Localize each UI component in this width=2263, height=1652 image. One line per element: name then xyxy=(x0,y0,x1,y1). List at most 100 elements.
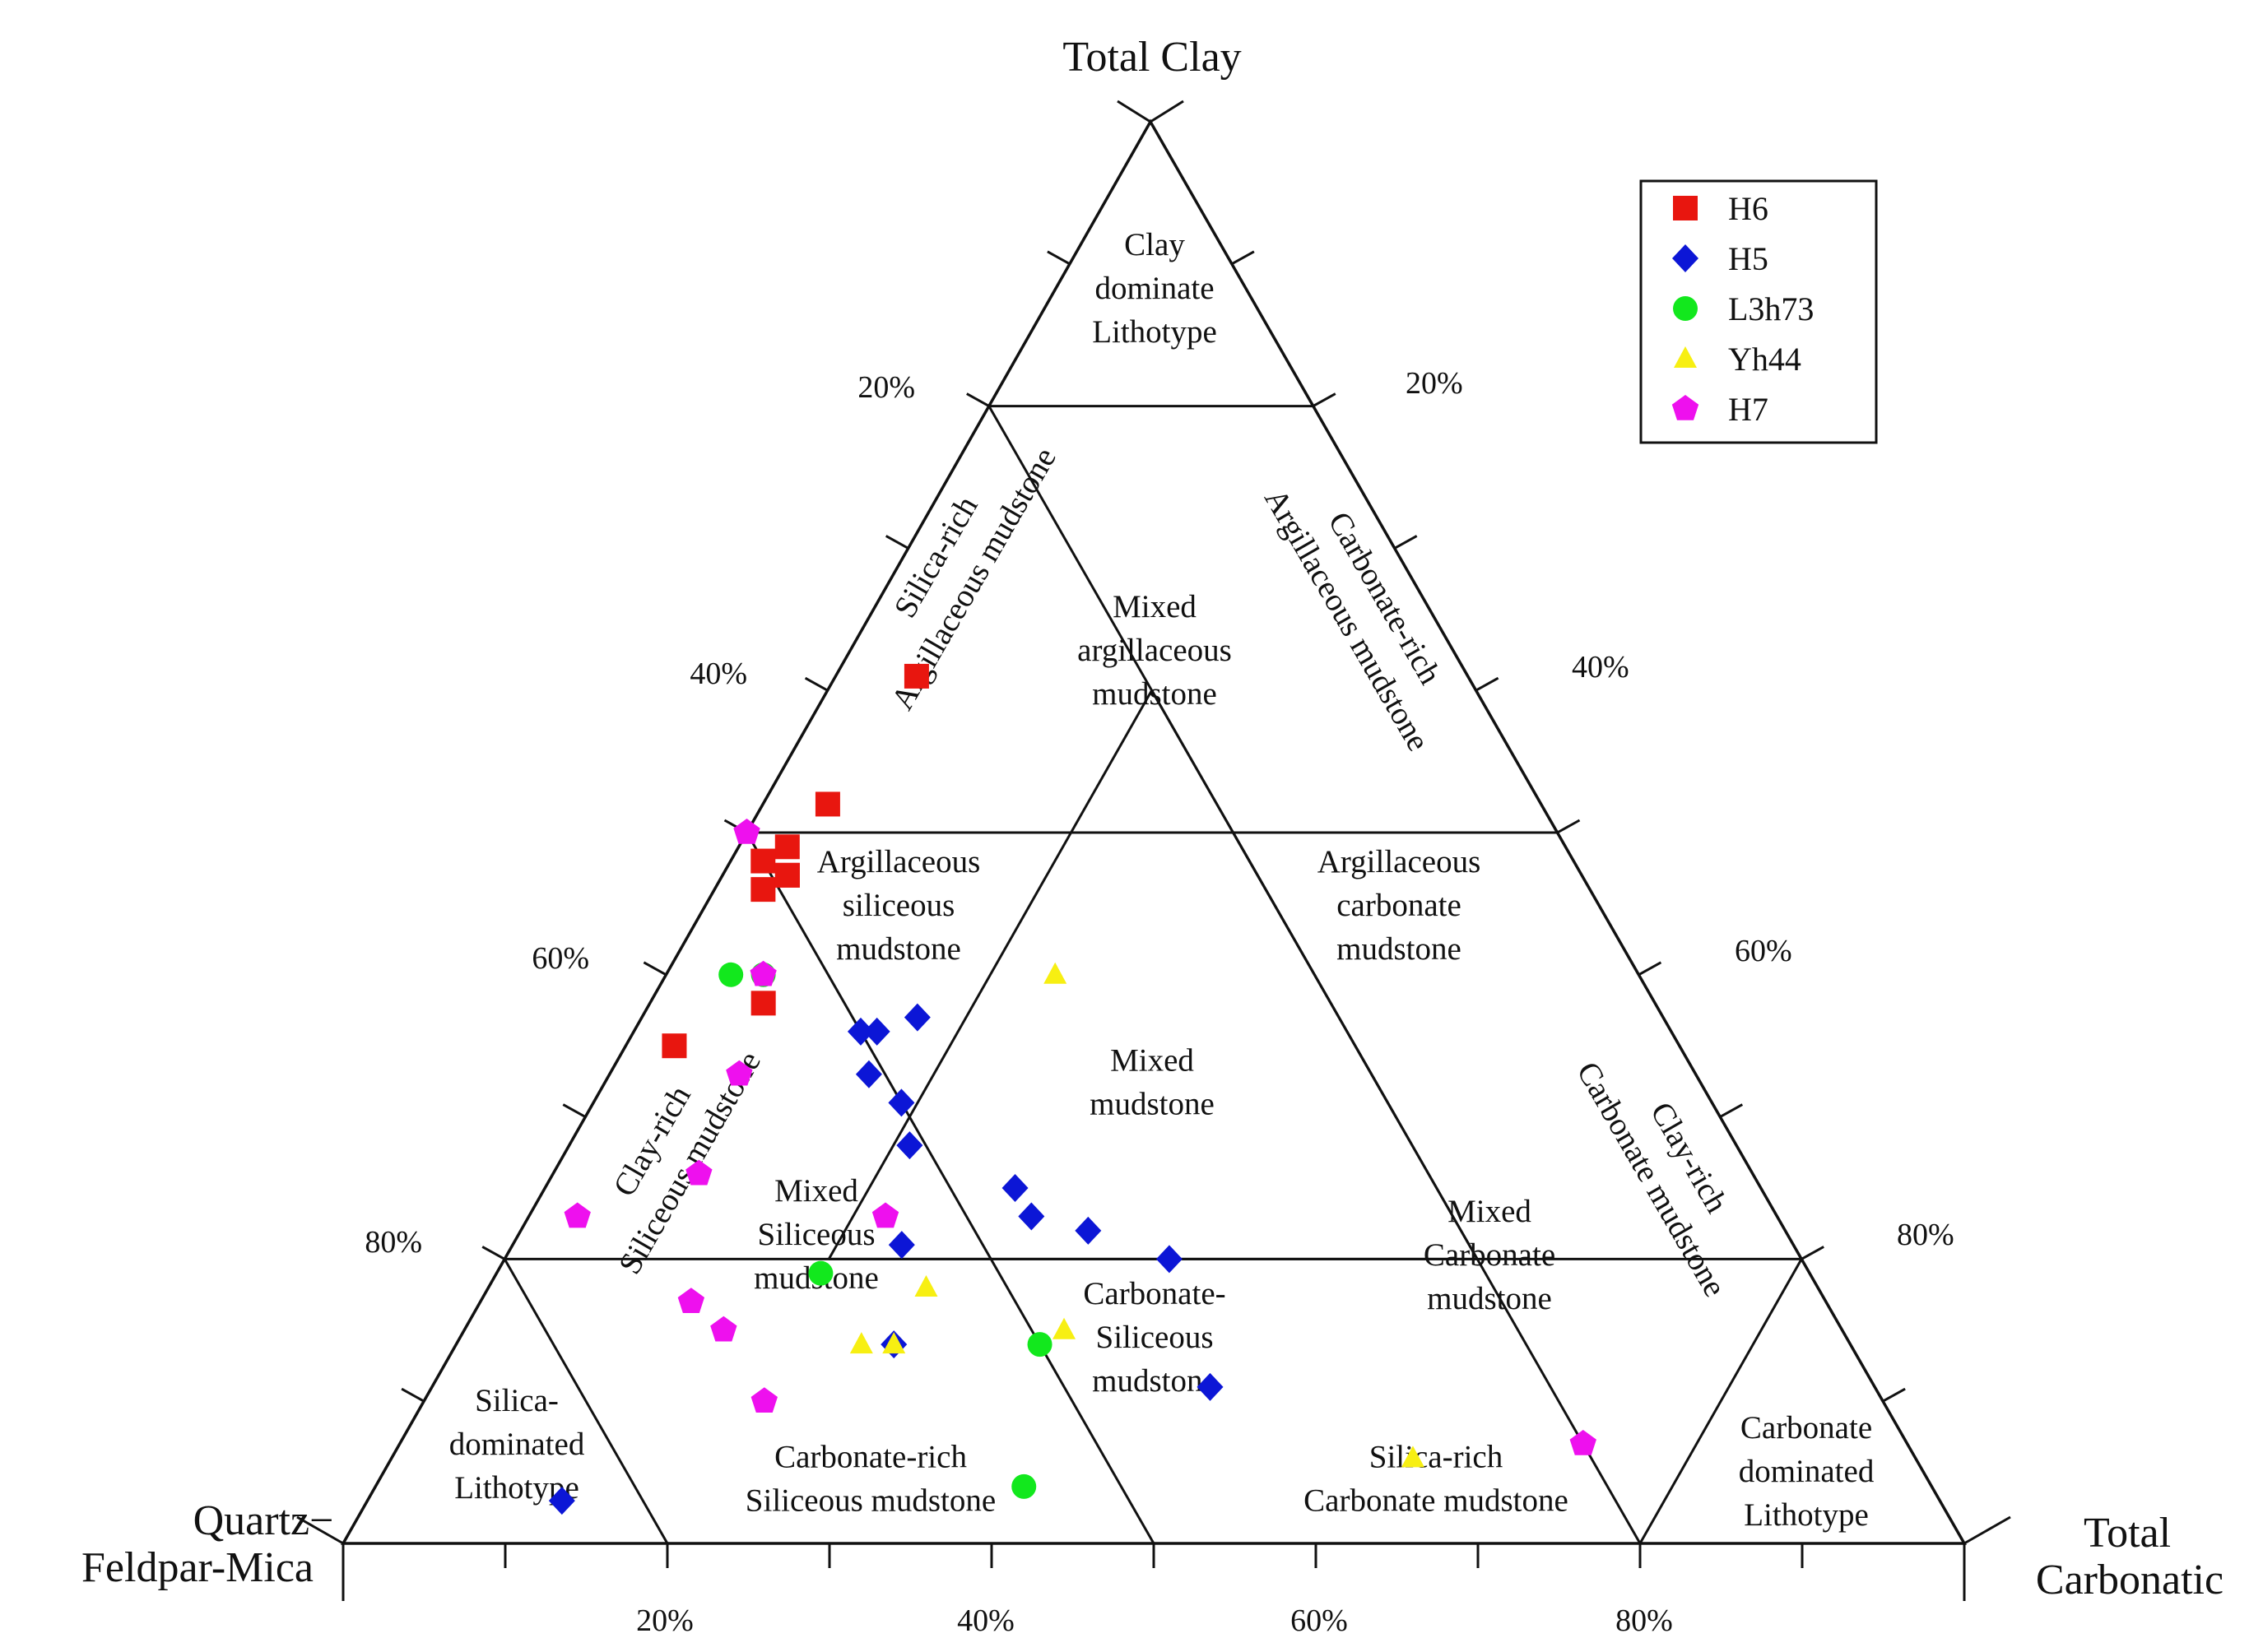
right-tick-8 xyxy=(1231,250,1255,266)
boundary-line-5 xyxy=(746,832,1155,1544)
data-point-h7 xyxy=(733,819,760,844)
apex-flare-right xyxy=(1150,100,1184,123)
region-label-line: Argillaceous xyxy=(817,844,981,879)
region-label-line: mudstone xyxy=(1336,931,1461,967)
legend-label-h6: H6 xyxy=(1728,190,1768,227)
region-label-line: Clay xyxy=(1124,227,1185,262)
legend-label-l3h73: L3h73 xyxy=(1728,290,1814,327)
left-tick-label-4: 80% xyxy=(365,1225,422,1260)
tick-labels: 20%40%60%80%20%40%60%80%20%40%60%80% xyxy=(365,366,1954,1638)
left-tick-1 xyxy=(481,1246,505,1260)
data-point-h7 xyxy=(677,1288,705,1313)
data-point-h5 xyxy=(896,1131,923,1160)
region-label-line: Siliceous mudstone xyxy=(746,1483,996,1519)
right-tick-0 xyxy=(1882,1387,1906,1403)
right-tick-5 xyxy=(1475,676,1499,692)
data-point-h6 xyxy=(662,1033,687,1059)
right-tick-6 xyxy=(1393,535,1418,550)
legend-label-h5: H5 xyxy=(1728,240,1768,277)
bottom-tick-label-1: 20% xyxy=(636,1603,694,1638)
data-point-h6 xyxy=(904,663,929,689)
data-point-h7 xyxy=(871,1202,899,1228)
region-label-line: mudstone xyxy=(1092,1363,1217,1399)
region-label-line: dominated xyxy=(1739,1454,1875,1489)
region-label-line: Silica- xyxy=(475,1383,559,1418)
legend-label-h7: H7 xyxy=(1728,391,1768,428)
data-point-h5 xyxy=(888,1231,915,1260)
data-point-h6 xyxy=(750,991,776,1016)
region-label-line: mudstone xyxy=(1090,1087,1215,1122)
legend-swatch-yh44 xyxy=(1674,346,1697,368)
tick-marks xyxy=(296,100,2011,1601)
region-label-line: carbonate xyxy=(1336,888,1461,923)
axis-title-right-line: Carbonatic xyxy=(2036,1557,2224,1603)
region-label-line: Carbonate xyxy=(1424,1237,1555,1273)
region-label-line: Carbonate mudstone xyxy=(1303,1483,1568,1519)
data-point-h5 xyxy=(1197,1372,1224,1401)
region-label-line: Mixed xyxy=(1110,1043,1194,1079)
legend-swatch-h6 xyxy=(1673,196,1698,220)
data-point-h7 xyxy=(750,960,777,986)
legend-swatch-h5 xyxy=(1672,244,1698,272)
right-tick-label-4: 80% xyxy=(1897,1218,1954,1252)
data-point-h5 xyxy=(1018,1202,1045,1231)
region-label-8: Mixed mudstone xyxy=(1090,1043,1215,1122)
right-tick-4 xyxy=(1556,819,1581,834)
data-point-yh44 xyxy=(1401,1446,1424,1468)
series-h6 xyxy=(662,663,929,1059)
region-label-line: mudstone xyxy=(836,931,961,967)
data-point-h7 xyxy=(685,1159,713,1186)
left-tick-3 xyxy=(643,961,667,977)
data-point-l3h73 xyxy=(718,962,744,987)
boundary-line-4 xyxy=(503,1258,669,1544)
bottom-tick-label-4: 80% xyxy=(1615,1603,1673,1638)
data-point-h5 xyxy=(855,1060,882,1088)
legend-swatch-l3h73 xyxy=(1673,296,1698,321)
right-tick-3 xyxy=(1638,961,1662,977)
region-label-line: Siliceous xyxy=(758,1217,876,1252)
data-point-yh44 xyxy=(1043,962,1067,984)
data-point-l3h73 xyxy=(1027,1332,1053,1357)
region-label-line: Mixed xyxy=(774,1173,858,1209)
data-point-h7 xyxy=(750,1387,778,1413)
region-label-line: mudstone xyxy=(1427,1281,1552,1316)
axis-title-left-line: Quartz− xyxy=(193,1497,334,1544)
right-tick-label-2: 40% xyxy=(1572,650,1629,684)
left-tick-6 xyxy=(885,535,909,550)
left-tick-5 xyxy=(804,676,829,692)
region-label-line: Carbonate xyxy=(1740,1410,1872,1446)
axis-title-top: Total Clay xyxy=(1062,34,1241,81)
axis-titles: Total ClayQuartz−Feldpar-MicaTotalCarbon… xyxy=(81,34,2224,1603)
right-tick-7 xyxy=(1313,392,1336,407)
region-label-line: Lithotype xyxy=(1744,1497,1869,1533)
region-label-line: argillaceous xyxy=(1077,633,1232,668)
data-point-h7 xyxy=(710,1316,737,1342)
bottom-tick-label-2: 40% xyxy=(957,1603,1015,1638)
region-label-line: dominate xyxy=(1094,271,1214,306)
right-tick-label-3: 60% xyxy=(1735,934,1792,968)
bottom-tick-label-3: 60% xyxy=(1290,1603,1348,1638)
data-point-yh44 xyxy=(1053,1317,1076,1339)
right-tick-label-1: 20% xyxy=(1406,366,1463,401)
data-point-yh44 xyxy=(914,1274,938,1297)
left-tick-2 xyxy=(562,1103,587,1118)
data-point-yh44 xyxy=(882,1332,906,1354)
region-label-line: Lithotype xyxy=(1092,314,1217,350)
legend-label-yh44: Yh44 xyxy=(1728,341,1801,378)
region-label-line: Mixed xyxy=(1113,589,1197,624)
axis-title-left-line: Feldpar-Mica xyxy=(81,1544,314,1591)
axis-title-right-line: Total xyxy=(2084,1510,2171,1557)
region-label-line: dominated xyxy=(449,1427,585,1462)
data-point-h5 xyxy=(888,1088,915,1117)
data-point-h7 xyxy=(564,1202,591,1228)
left-tick-8 xyxy=(1047,250,1071,266)
